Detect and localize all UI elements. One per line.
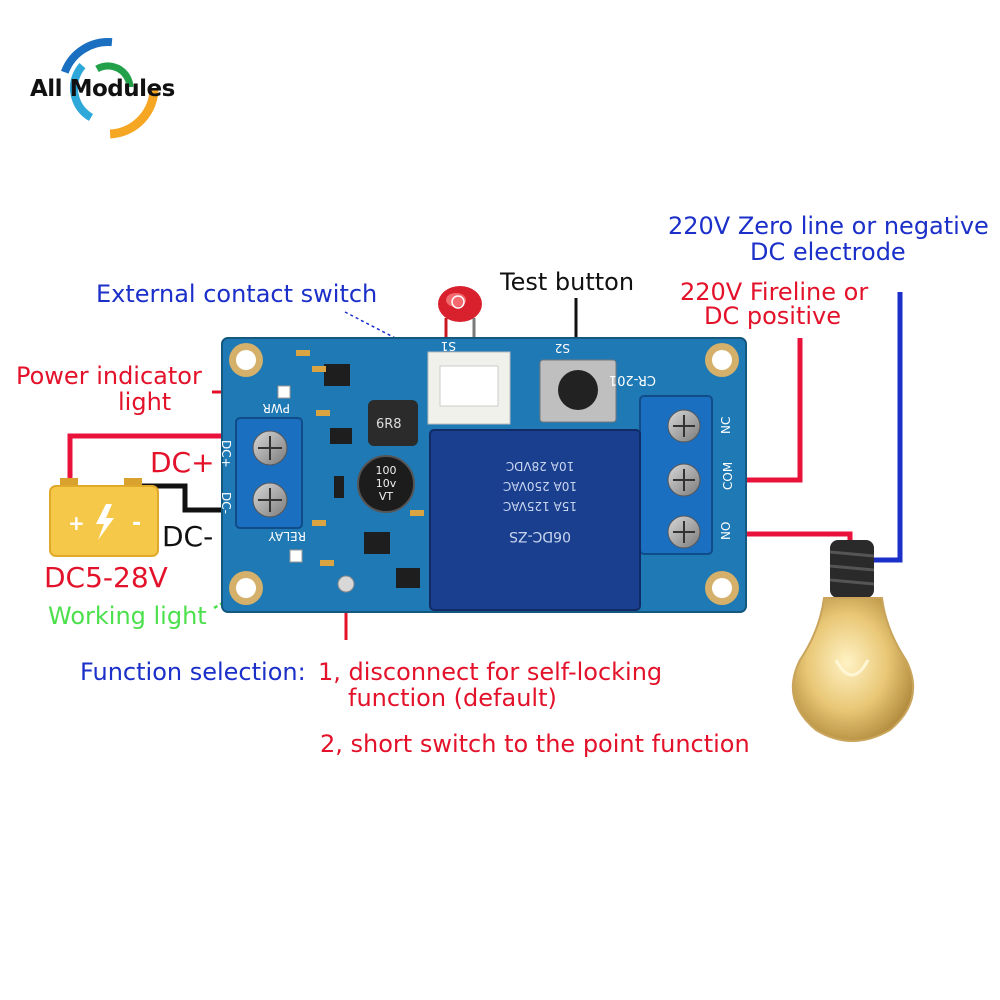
pcb-dc-minus: DC- bbox=[219, 492, 233, 514]
label-working-light: Working light bbox=[48, 602, 207, 630]
power-led bbox=[277, 385, 291, 399]
battery-icon: + - bbox=[49, 478, 159, 557]
label-function-selection: Function selection: bbox=[80, 658, 306, 686]
relay-spec-2: 10A 250VAC bbox=[503, 479, 577, 493]
cap-line-3: VT bbox=[379, 490, 394, 503]
brand-logo-text: All Modules bbox=[30, 76, 175, 102]
relay-led bbox=[289, 549, 303, 563]
dc-plus-wire bbox=[67, 433, 232, 486]
relay-model: 06DC-ZS bbox=[509, 528, 571, 544]
label-supply-range: DC5-28V bbox=[44, 561, 168, 594]
relay-module-board bbox=[221, 337, 747, 613]
label-zero-line-1: 220V Zero line or negative bbox=[668, 212, 989, 240]
label-power-indicator-2: light bbox=[118, 388, 172, 416]
pcb-silkscreen: S1 S2 CR-201 PWR RELAY DC+ DC- NC COM NO… bbox=[219, 339, 735, 543]
cap-line-2: 10v bbox=[376, 477, 397, 490]
capacitor bbox=[357, 455, 415, 513]
label-test-button: Test button bbox=[500, 268, 635, 296]
label-dc-plus: DC+ bbox=[150, 446, 215, 479]
capacitor-marking: 100 10v VT bbox=[376, 464, 397, 503]
pcb-pwr: PWR bbox=[263, 401, 290, 415]
label-fireline-2: DC positive bbox=[704, 302, 842, 330]
label-function-1b: function (default) bbox=[348, 684, 557, 712]
pcb-dc-plus: DC+ bbox=[219, 440, 233, 468]
inductor bbox=[368, 400, 418, 446]
svg-text:-: - bbox=[132, 511, 141, 536]
label-fireline-1: 220V Fireline or bbox=[680, 278, 869, 306]
zero-line-wire bbox=[862, 292, 903, 563]
svg-text:+: + bbox=[68, 511, 85, 535]
function-jumper bbox=[337, 575, 355, 593]
pcb-com: COM bbox=[721, 462, 735, 490]
pcb-s2: S2 bbox=[555, 341, 570, 355]
pcb-nc: NC bbox=[719, 417, 733, 434]
logo-mark bbox=[57, 37, 159, 139]
label-dc-minus: DC- bbox=[162, 520, 214, 553]
label-external-contact-switch: External contact switch bbox=[96, 280, 378, 308]
relay-marking: 10A 28VDC 10A 250VAC 15A 125VAC 06DC-ZS bbox=[503, 459, 577, 544]
pcb-no: NO bbox=[719, 522, 733, 540]
cap-line-1: 100 bbox=[376, 464, 397, 477]
label-power-indicator-1: Power indicator bbox=[16, 362, 202, 390]
pcb-relay: RELAY bbox=[268, 529, 306, 543]
label-function-2: 2, short switch to the point function bbox=[320, 730, 750, 758]
pcb-board-id: CR-201 bbox=[609, 372, 656, 387]
dc-minus-wire bbox=[132, 483, 232, 513]
inductor-mark: 6R8 bbox=[376, 417, 402, 432]
label-function-1a: 1, disconnect for self-locking bbox=[318, 658, 663, 686]
external-switch-cap bbox=[438, 286, 482, 322]
relay-spec-1: 15A 125VAC bbox=[503, 499, 577, 513]
light-bulb-icon bbox=[791, 540, 915, 742]
pcb-s1: S1 bbox=[441, 339, 456, 353]
relay-spec-3: 10A 28VDC bbox=[506, 459, 574, 473]
relay bbox=[429, 429, 641, 611]
label-zero-line-2: DC electrode bbox=[750, 238, 906, 266]
